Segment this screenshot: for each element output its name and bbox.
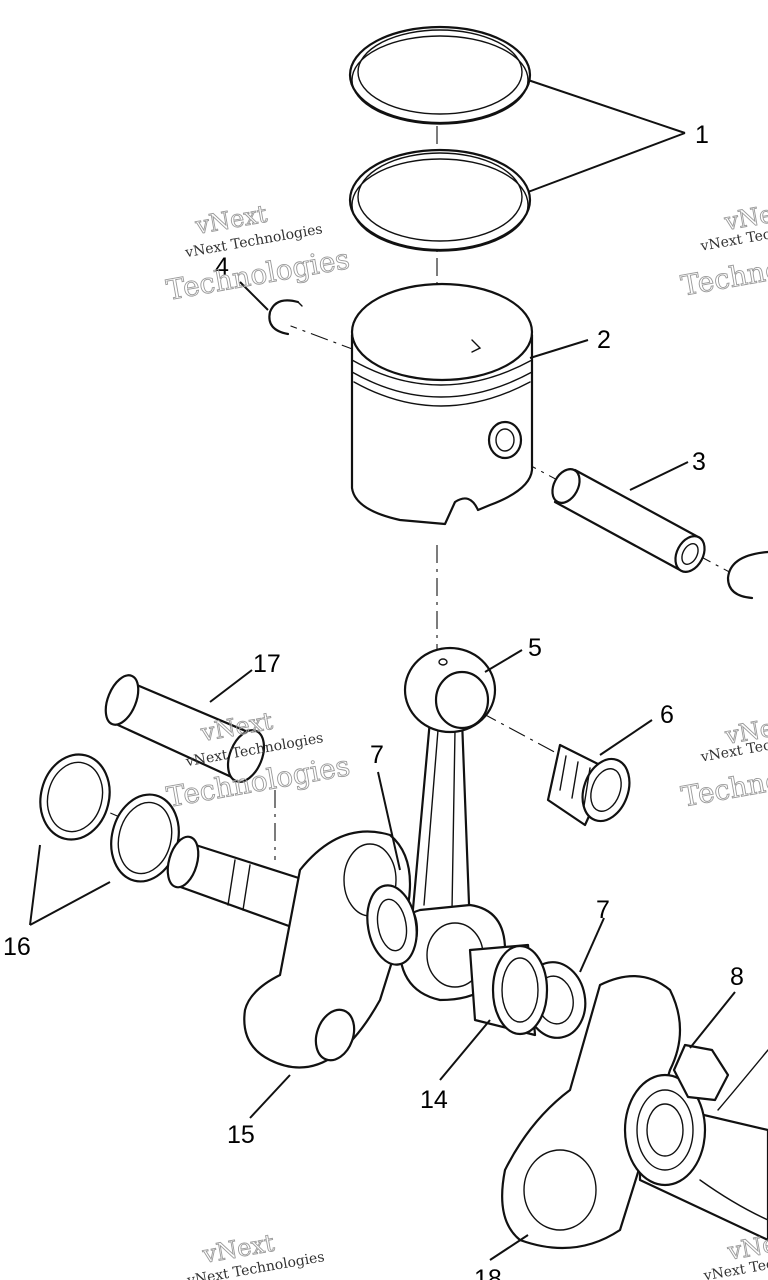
thrust-washer-left xyxy=(366,884,418,966)
watermark-top-left: vNext vNext Technologies Technologies xyxy=(163,199,352,307)
piston xyxy=(350,282,534,526)
callout-5: 5 xyxy=(528,634,542,662)
circlip-right xyxy=(726,550,768,600)
callout-7-right: 7 xyxy=(596,896,610,924)
callout-16: 16 xyxy=(3,933,31,961)
callout-1: 1 xyxy=(695,121,709,149)
seal-outer xyxy=(39,753,111,841)
callout-2: 2 xyxy=(597,326,611,354)
callout-3: 3 xyxy=(692,448,706,476)
callout-7-left: 7 xyxy=(370,741,384,769)
callout-17: 17 xyxy=(253,650,281,678)
piston-ring-upper xyxy=(348,25,532,125)
needle-bearing xyxy=(546,743,631,827)
connecting-rod xyxy=(398,646,507,1002)
callout-14: 14 xyxy=(420,1086,448,1114)
callout-labels: 1 2 3 4 5 6 7 7 8 14 15 16 17 18 xyxy=(3,121,744,1280)
watermark-bottom-left: vNext vNext Technologies xyxy=(185,1228,326,1280)
watermark-mid-right: vNext vNext Technologies Technologies xyxy=(678,709,768,814)
callout-8: 8 xyxy=(730,963,744,991)
callout-15: 15 xyxy=(227,1121,255,1149)
callout-6: 6 xyxy=(660,701,674,729)
circlip-left xyxy=(268,299,303,336)
crankpin-bearing xyxy=(468,943,549,1037)
watermark-top-right: vNext vNext Technologies Technologies xyxy=(678,195,768,303)
piston-pin xyxy=(551,468,706,573)
crank-pin xyxy=(104,674,266,783)
crankshaft-right-half xyxy=(501,975,768,1250)
leader-lines xyxy=(29,79,736,1261)
piston-ring-lower xyxy=(348,148,532,252)
main-bearing-nut xyxy=(672,1043,768,1111)
callout-18: 18 xyxy=(474,1265,502,1280)
callout-4: 4 xyxy=(215,253,229,281)
